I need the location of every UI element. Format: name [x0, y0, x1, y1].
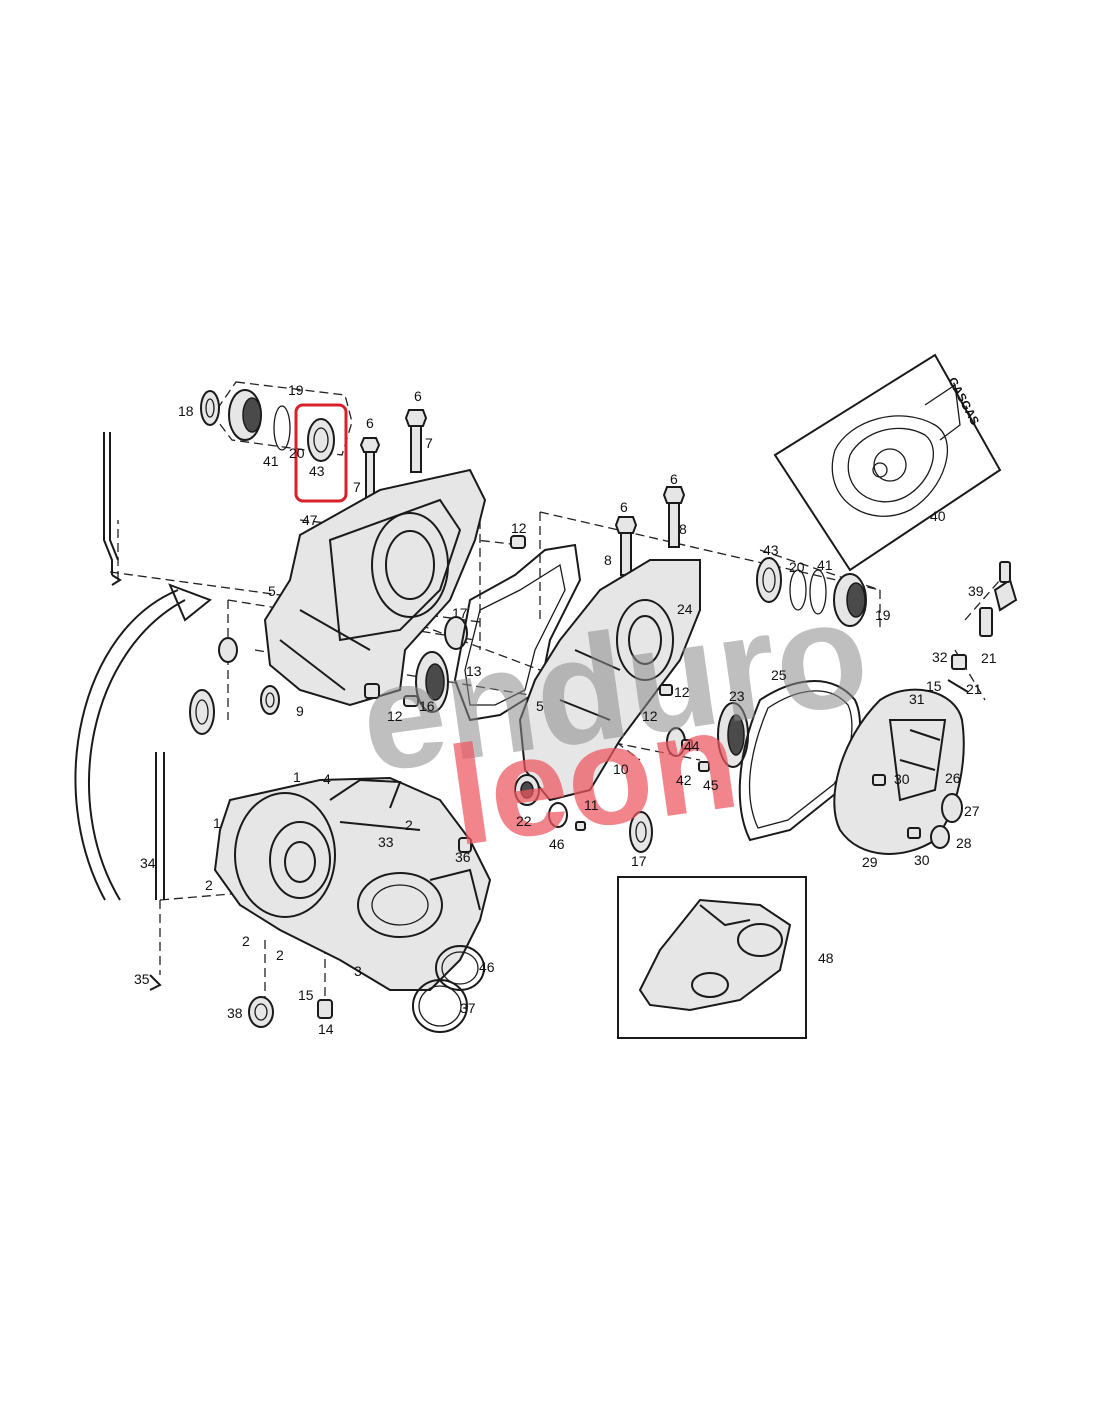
label-46-a: 46 [549, 836, 565, 852]
label-15-bottom: 15 [298, 987, 314, 1003]
label-15-right: 15 [926, 678, 942, 694]
label-1-b: 1 [213, 815, 221, 831]
label-7-a: 7 [353, 479, 361, 495]
label-9: 9 [296, 703, 304, 719]
label-33: 33 [378, 834, 394, 850]
label-6-a: 6 [366, 415, 374, 431]
label-8-a: 8 [604, 552, 612, 568]
label-45: 45 [703, 777, 719, 793]
label-1-a: 1 [293, 769, 301, 785]
gasgas-logo: GASGAS [945, 375, 982, 427]
label-41-left: 41 [263, 453, 279, 469]
label-10: 10 [613, 761, 629, 777]
label-20-right: 20 [789, 559, 805, 575]
label-8-b: 8 [679, 521, 687, 537]
left-crankcase-half [189, 468, 526, 735]
highlight-box-43 [294, 403, 348, 503]
label-18: 18 [178, 403, 194, 419]
label-12-d: 12 [642, 708, 658, 724]
label-2-b: 2 [205, 877, 213, 893]
label-41-right: 41 [817, 557, 833, 573]
label-26: 26 [945, 770, 961, 786]
label-22: 22 [516, 813, 532, 829]
label-12-c: 12 [674, 684, 690, 700]
gasket-kit-box: GASGAS [773, 353, 1002, 572]
label-17-b: 17 [631, 853, 647, 869]
label-4: 4 [323, 771, 331, 787]
label-24: 24 [677, 601, 693, 617]
label-47: 47 [302, 512, 318, 528]
label-21-b: 21 [966, 681, 982, 697]
label-37: 37 [460, 1000, 476, 1016]
label-40: 40 [930, 508, 946, 524]
label-7-b: 7 [425, 435, 433, 451]
label-6-b: 6 [414, 388, 422, 404]
label-23: 23 [729, 688, 745, 704]
label-6-c: 6 [620, 499, 628, 515]
label-20-left: 20 [289, 445, 305, 461]
right-bearing-stack [756, 557, 867, 627]
complete-crankcase-inset [617, 876, 807, 1039]
label-31: 31 [909, 691, 925, 707]
label-32: 32 [932, 649, 948, 665]
studs-right [614, 486, 686, 576]
label-30-a: 30 [894, 771, 910, 787]
label-17-a: 17 [452, 605, 468, 621]
label-43-left: 43 [309, 463, 325, 479]
label-28: 28 [956, 835, 972, 851]
part-labels: 19 18 41 20 43 6 6 7 7 47 12 5 17 13 9 1… [134, 382, 997, 1037]
label-38: 38 [227, 1005, 243, 1021]
label-5-b: 5 [536, 698, 544, 714]
label-46-b: 46 [479, 959, 495, 975]
label-36: 36 [455, 849, 471, 865]
label-39: 39 [968, 583, 984, 599]
label-2-a: 2 [405, 817, 413, 833]
label-3: 3 [354, 963, 362, 979]
label-14: 14 [318, 1021, 334, 1037]
label-5-a: 5 [268, 583, 276, 599]
label-44: 44 [684, 738, 700, 754]
label-16: 16 [419, 698, 435, 714]
label-6-d: 6 [670, 471, 678, 487]
label-19-right: 19 [875, 607, 891, 623]
center-gasket [453, 543, 582, 722]
label-27: 27 [964, 803, 980, 819]
label-42: 42 [676, 772, 692, 788]
label-13: 13 [466, 663, 482, 679]
label-2-d: 2 [276, 947, 284, 963]
right-crankcase-half [514, 559, 749, 853]
label-35: 35 [134, 971, 150, 987]
label-11: 11 [584, 797, 599, 813]
label-2-c: 2 [242, 933, 250, 949]
label-12-a: 12 [511, 520, 527, 536]
label-30-b: 30 [914, 852, 930, 868]
label-29: 29 [862, 854, 878, 870]
clutch-cover [833, 561, 1018, 855]
assembly-arrow [74, 583, 212, 901]
label-48: 48 [818, 950, 834, 966]
crankcase-assembly [213, 776, 492, 1033]
breather-tube [103, 432, 165, 991]
label-21-a: 21 [981, 650, 997, 666]
label-19-left: 19 [288, 382, 304, 398]
label-12-b: 12 [387, 708, 403, 724]
label-34: 34 [140, 855, 156, 871]
studs-left [359, 409, 428, 501]
label-43-right: 43 [763, 542, 779, 558]
label-25: 25 [771, 667, 787, 683]
left-bearing-stack [200, 389, 335, 462]
